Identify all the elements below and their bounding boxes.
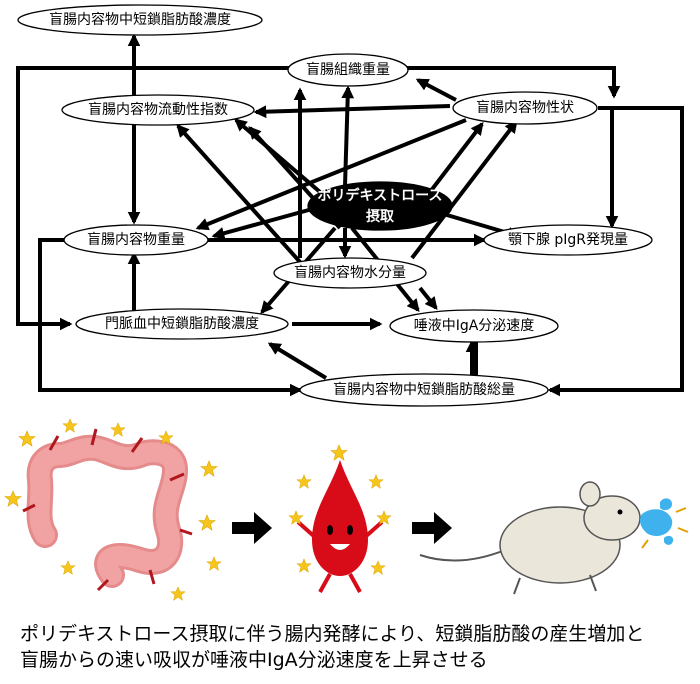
node-cecal-scfa-conc: 盲腸内容物中短鎖脂肪酸濃度 [17,4,263,36]
intestine-icon [4,418,222,601]
edge-tissue-props [404,66,621,99]
edge-pd-tissue [341,85,355,187]
node-submandibular-pigr: 顎下腺 pIgR発現量 [483,224,653,256]
svg-text:唾液中IgA分泌速度: 唾液中IgA分泌速度 [414,318,535,334]
svg-text:ポリデキストロース: ポリデキストロース [318,187,443,204]
right-arrow-icon [232,512,272,544]
node-polydextrose: ポリデキストロース 摂取 [307,181,453,231]
blood-drop-icon [288,444,392,593]
caption-line-2: 盲腸からの速い吸収が唾液中IgA分泌速度を上昇させる [20,649,488,671]
mouse-icon [419,481,641,595]
caption-line-1: ポリデキストロース摂取に伴う腸内発酵により、短鎖脂肪酸の産生増加と [20,623,645,645]
svg-text:門脈血中短鎖脂肪酸濃度: 門脈血中短鎖脂肪酸濃度 [105,316,259,332]
causal-diagram: 盲腸内容物中短鎖脂肪酸濃度 盲腸組織重量 盲腸内容物流動性指数 盲腸内容物性状 … [16,4,684,407]
edge-water-props [410,119,518,260]
edge-props-fluidity [253,104,451,119]
edge-pd-fluidity [234,118,322,194]
edge-props-tissue [415,78,457,102]
edge-water-saliva [418,286,438,310]
svg-text:盲腸内容物流動性指数: 盲腸内容物流動性指数 [88,101,228,118]
svg-text:盲腸内容物中短鎖脂肪酸濃度: 盲腸内容物中短鎖脂肪酸濃度 [49,11,231,28]
node-saliva-iga: 唾液中IgA分泌速度 [389,309,559,343]
svg-text:摂取: 摂取 [366,208,395,225]
edge-weight-total [38,238,303,397]
node-cecal-scfa-total: 盲腸内容物中短鎖脂肪酸総量 [299,373,549,407]
svg-text:盲腸内容物水分量: 盲腸内容物水分量 [294,264,406,281]
edges [16,33,684,397]
edge-tissue-portal [16,66,292,331]
node-portal-scfa: 門脈血中短鎖脂肪酸濃度 [75,308,289,340]
node-cecal-water: 盲腸内容物水分量 [273,257,427,289]
svg-text:盲腸内容物中短鎖脂肪酸総量: 盲腸内容物中短鎖脂肪酸総量 [333,381,515,398]
svg-text:盲腸内容物性状: 盲腸内容物性状 [476,99,574,116]
edge-total-portal [267,342,328,380]
edge-pd-properties [428,121,484,194]
svg-text:盲腸組織重量: 盲腸組織重量 [306,61,390,78]
svg-text:盲腸内容物重量: 盲腸内容物重量 [87,231,185,248]
illustration-panel [4,418,689,601]
edge-props-total [547,106,684,397]
right-arrow-icon [412,512,452,544]
node-cecal-tissue-weight: 盲腸組織重量 [287,53,409,87]
svg-text:顎下腺 pIgR発現量: 顎下腺 pIgR発現量 [508,232,628,248]
node-cecal-properties: 盲腸内容物性状 [452,91,598,125]
edge-props-weight [195,118,467,231]
saliva-drop-icon [640,498,689,549]
node-cecal-fluidity: 盲腸内容物流動性指数 [61,94,255,126]
node-cecal-content-weight: 盲腸内容物重量 [63,224,209,256]
